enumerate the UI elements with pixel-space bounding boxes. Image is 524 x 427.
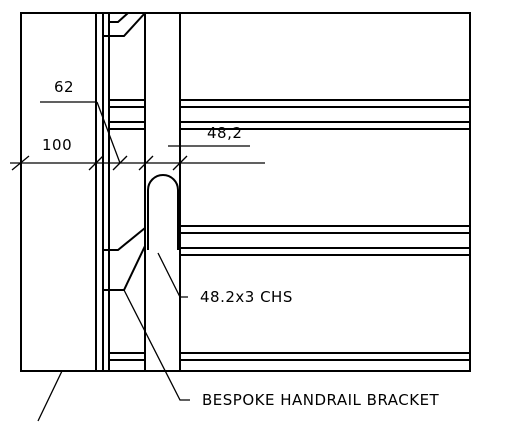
dimension-100-label: 100	[42, 136, 72, 154]
dimension-62-label: 62	[54, 78, 74, 96]
dimension-line	[10, 155, 265, 171]
tube-callout-leader	[157, 252, 188, 298]
dimension-62-leader	[40, 101, 121, 164]
bracket-callout-leader	[123, 289, 190, 401]
post-edges	[95, 13, 110, 371]
handrail-tube	[144, 13, 181, 371]
frame-outline	[20, 12, 471, 372]
bottom-left-leader	[37, 370, 63, 422]
dimension-48-2-label: 48,2	[207, 124, 242, 142]
tube-callout-label: 48.2x3 CHS	[200, 288, 293, 306]
handrail-bracket-top	[102, 12, 146, 37]
horizontal-rails	[109, 99, 470, 361]
bracket-callout-label: BESPOKE HANDRAIL BRACKET	[202, 391, 440, 409]
handrail-bracket-bottom	[102, 227, 146, 291]
